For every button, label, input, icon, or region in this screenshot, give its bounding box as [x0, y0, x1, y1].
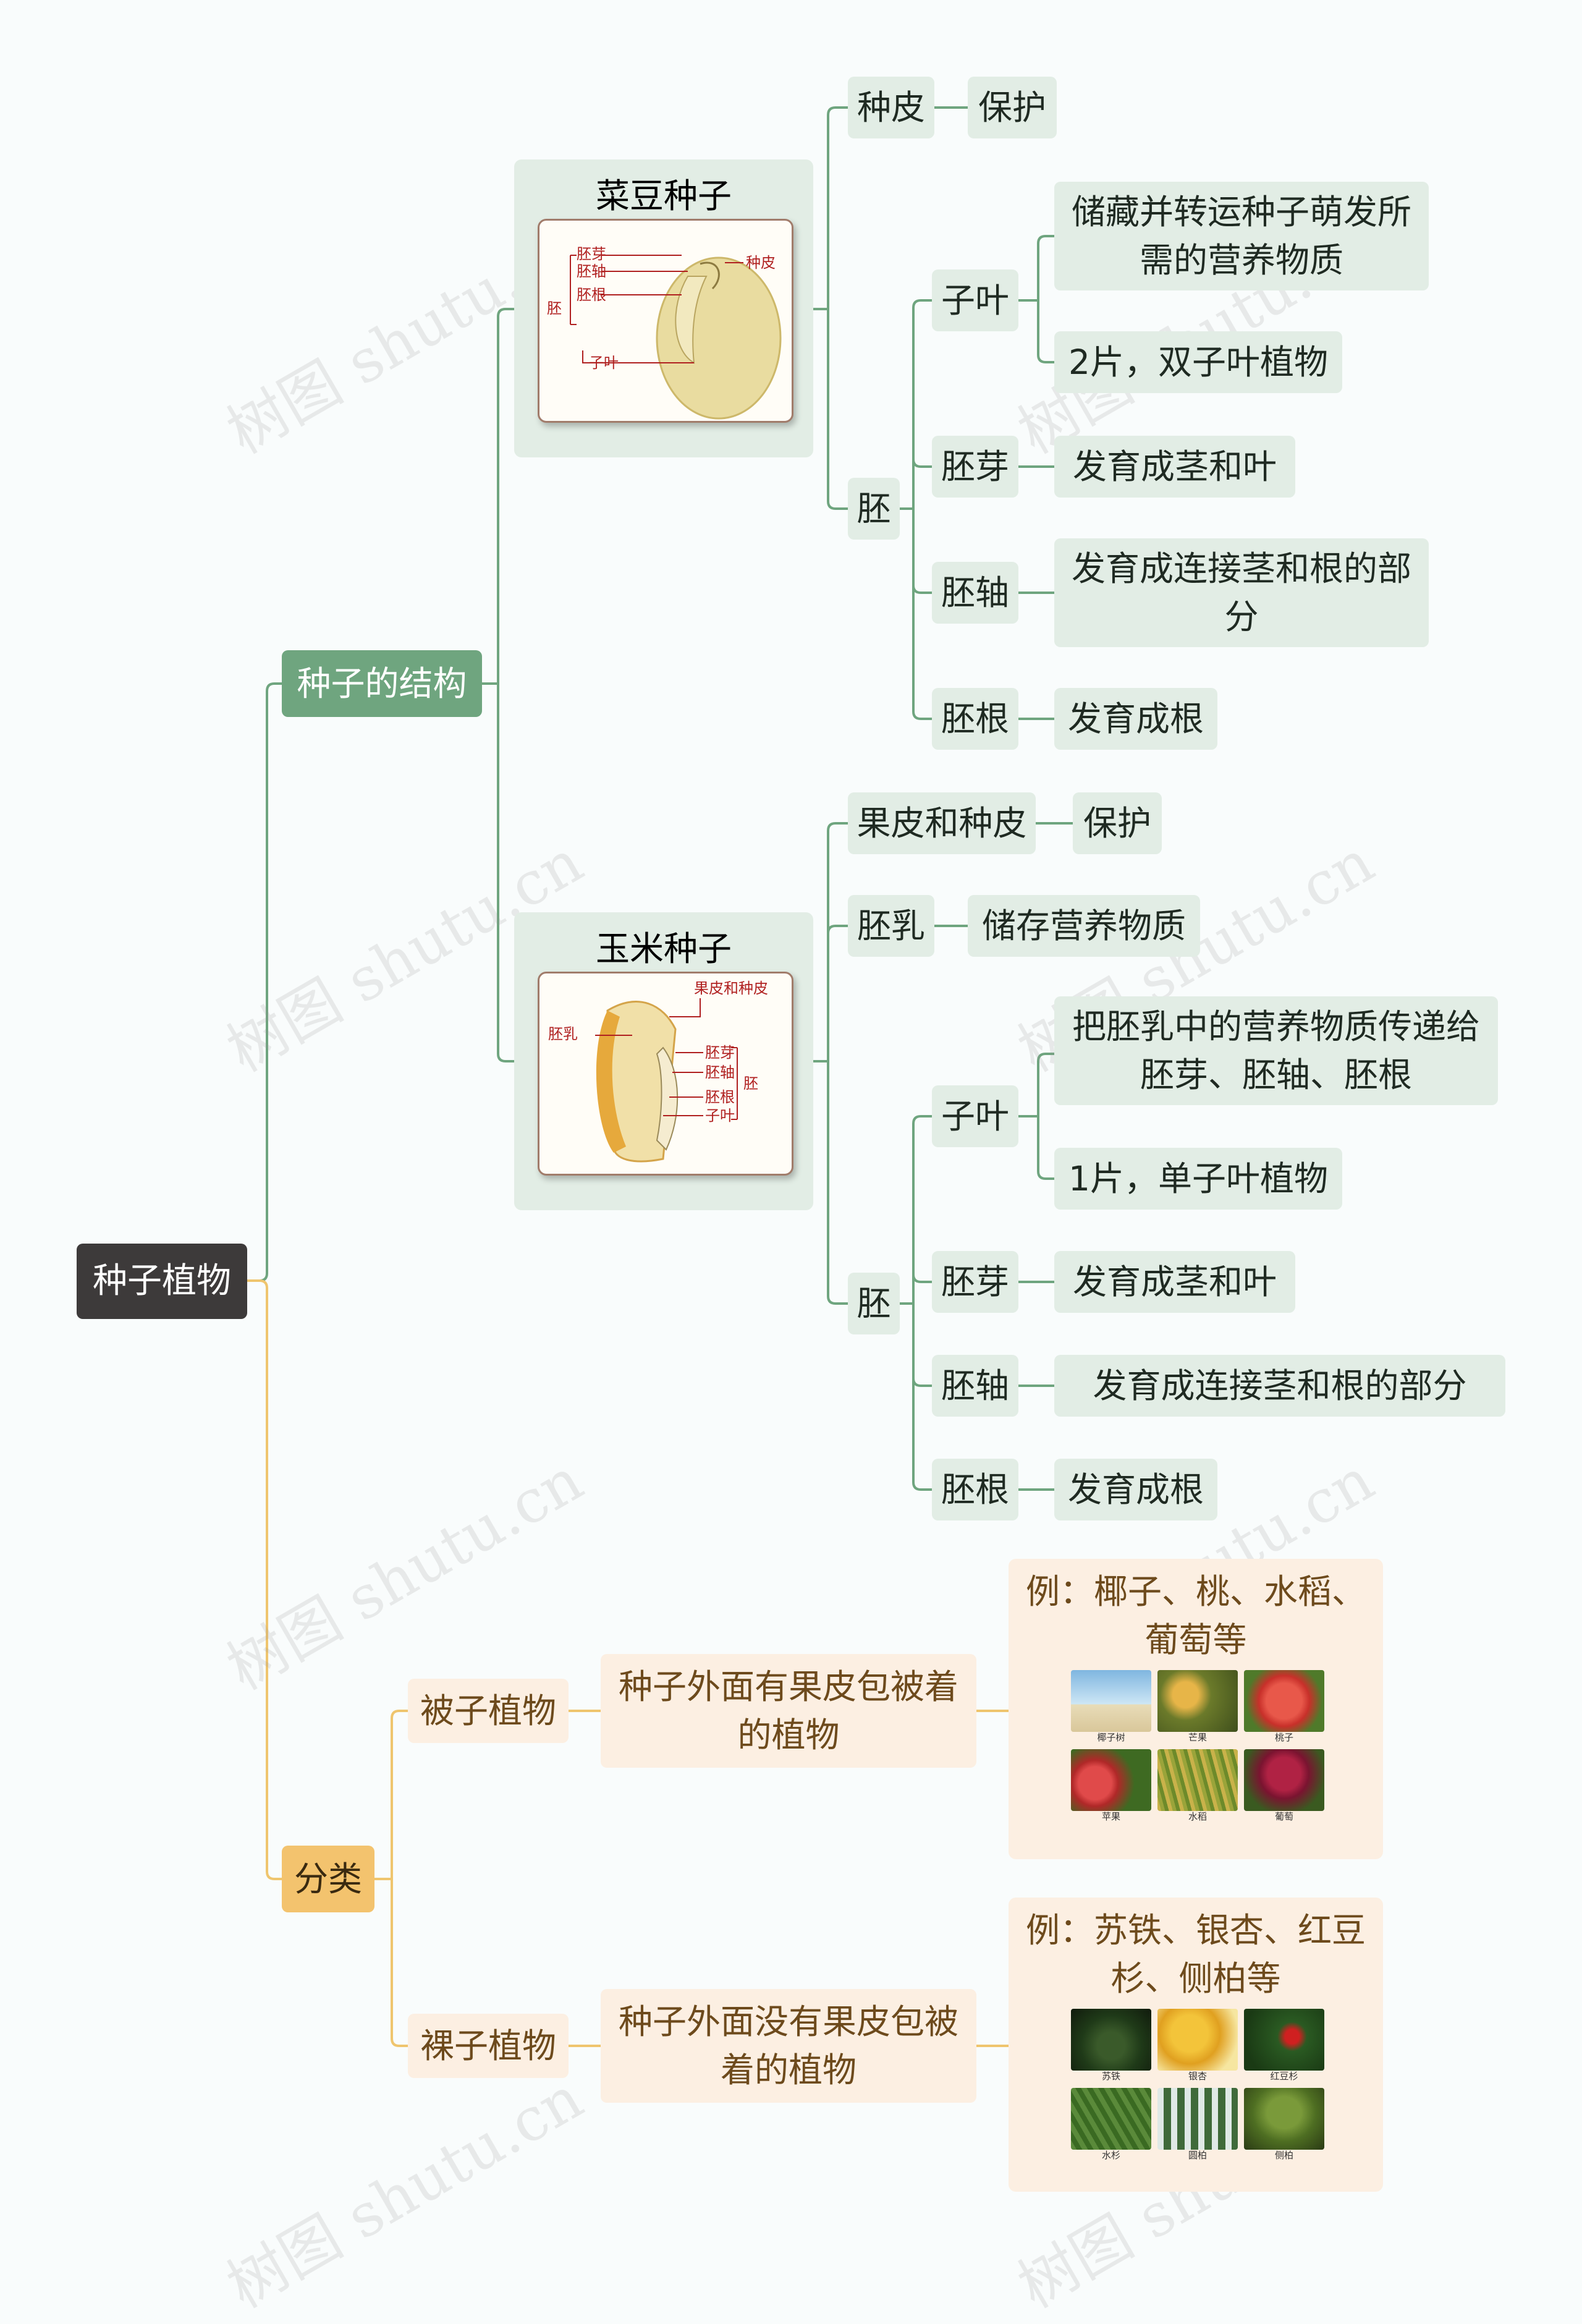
photo-juniper: 圆柏	[1157, 2088, 1238, 2161]
corn-label-radicle: 胚根	[705, 1088, 735, 1106]
bean-hypocotyl-node[interactable]: 胚轴	[932, 562, 1018, 624]
corn-radicle-node[interactable]: 胚根	[932, 1459, 1018, 1520]
bean-seed-illustration: 胚芽 胚轴 胚根 胚 子叶 种皮	[538, 219, 793, 423]
corn-seed-title: 玉米种子	[595, 929, 732, 969]
corn-hypocotyl-node[interactable]: 胚轴	[932, 1355, 1018, 1417]
photo-caption: 银杏	[1188, 2071, 1207, 2082]
gymnosperm-example-text: 例：苏铁、银杏、红豆杉、侧柏等	[1025, 1911, 1366, 1998]
photo-peach: 桃子	[1244, 1670, 1324, 1743]
corn-label-plumule: 胚芽	[705, 1044, 735, 1061]
photo-caption: 水稻	[1188, 1811, 1207, 1822]
photo-caption: 红豆杉	[1270, 2071, 1298, 2082]
photo-ginkgo: 银杏	[1157, 2009, 1238, 2082]
photo-yew: 红豆杉	[1244, 2009, 1324, 2082]
photo-coconut: 椰子树	[1071, 1670, 1151, 1743]
bean-seed-title: 菜豆种子	[595, 176, 732, 216]
photo-rice: 水稻	[1157, 1749, 1238, 1822]
bean-plumule-node[interactable]: 胚芽	[932, 436, 1018, 498]
photo-caption: 椰子树	[1097, 1732, 1125, 1743]
corn-pericarp-node[interactable]: 果皮和种皮	[848, 792, 1036, 854]
corn-label-hypocotyl: 胚轴	[705, 1064, 735, 1081]
bean-embryo-node[interactable]: 胚	[848, 478, 900, 540]
bean-seed-card[interactable]: 菜豆种子 胚芽 胚轴 胚根 胚 子叶 种皮	[514, 159, 813, 457]
photo-mango: 芒果	[1157, 1670, 1238, 1743]
corn-endosperm-desc[interactable]: 储存营养物质	[968, 895, 1200, 957]
corn-seed-card[interactable]: 玉米种子 果皮和种皮 胚乳 胚芽 胚轴 胚根 子叶 胚	[514, 912, 813, 1210]
gymnosperm-node[interactable]: 裸子植物	[408, 2014, 569, 2078]
angiosperm-desc[interactable]: 种子外面有果皮包被着的植物	[601, 1654, 976, 1768]
corn-embryo-node[interactable]: 胚	[848, 1273, 900, 1334]
corn-label-endosperm: 胚乳	[548, 1025, 578, 1043]
bean-label-plumule: 胚芽	[577, 245, 606, 263]
bean-label-seed-coat: 种皮	[746, 254, 776, 271]
bean-seed-coat-desc[interactable]: 保护	[968, 77, 1057, 138]
root-node[interactable]: 种子植物	[77, 1244, 247, 1319]
photo-apple: 苹果	[1071, 1749, 1151, 1822]
structure-node[interactable]: 种子的结构	[282, 650, 482, 717]
bean-label-hypocotyl: 胚轴	[577, 263, 606, 280]
corn-cotyledon-desc1[interactable]: 把胚乳中的营养物质传递给胚芽、胚轴、胚根	[1054, 996, 1498, 1105]
gymnosperm-desc[interactable]: 种子外面没有果皮包被着的植物	[601, 1989, 976, 2103]
corn-cotyledon-node[interactable]: 子叶	[932, 1085, 1018, 1147]
corn-label-embryo: 胚	[743, 1075, 758, 1092]
angiosperm-example-card[interactable]: 例：椰子、桃、水稻、葡萄等 椰子树 芒果 桃子 苹果 水稻 葡萄	[1009, 1559, 1383, 1859]
gymnosperm-example-card[interactable]: 例：苏铁、银杏、红豆杉、侧柏等 苏铁 银杏 红豆杉 水杉 圆柏 侧柏	[1009, 1898, 1383, 2192]
corn-pericarp-desc[interactable]: 保护	[1073, 792, 1162, 854]
bean-cotyledon-desc1[interactable]: 储藏并转运种子萌发所需的营养物质	[1054, 182, 1429, 290]
photo-caption: 苹果	[1101, 1811, 1120, 1822]
bean-label-embryo: 胚	[547, 300, 562, 317]
corn-label-cotyledon: 子叶	[705, 1107, 735, 1124]
gymnosperm-photo-grid: 苏铁 银杏 红豆杉 水杉 圆柏 侧柏	[1071, 2009, 1324, 2161]
angiosperm-photo-grid: 椰子树 芒果 桃子 苹果 水稻 葡萄	[1071, 1670, 1324, 1822]
photo-caption: 水杉	[1101, 2150, 1120, 2161]
bean-plumule-desc[interactable]: 发育成茎和叶	[1054, 436, 1295, 498]
corn-seed-illustration: 果皮和种皮 胚乳 胚芽 胚轴 胚根 子叶 胚	[538, 972, 793, 1176]
bean-radicle-node[interactable]: 胚根	[932, 688, 1018, 750]
photo-caption: 芒果	[1188, 1732, 1207, 1743]
corn-label-pericarp: 果皮和种皮	[694, 980, 768, 997]
corn-plumule-node[interactable]: 胚芽	[932, 1251, 1018, 1313]
corn-cotyledon-desc2[interactable]: 1片，单子叶植物	[1054, 1148, 1342, 1210]
photo-cycad: 苏铁	[1071, 2009, 1151, 2082]
photo-caption: 苏铁	[1101, 2071, 1120, 2082]
angiosperm-example-text: 例：椰子、桃、水稻、葡萄等	[1025, 1572, 1366, 1660]
photo-arborvitae: 侧柏	[1244, 2088, 1324, 2161]
bean-seed-coat-node[interactable]: 种皮	[848, 77, 934, 138]
bean-label-cotyledon: 子叶	[589, 354, 619, 371]
photo-grape: 葡萄	[1244, 1749, 1324, 1822]
bean-label-radicle: 胚根	[577, 286, 606, 303]
corn-endosperm-node[interactable]: 胚乳	[848, 895, 934, 957]
bean-cotyledon-node[interactable]: 子叶	[932, 269, 1018, 331]
connector-lines	[246, 106, 1074, 2047]
corn-hypocotyl-desc[interactable]: 发育成连接茎和根的部分	[1054, 1355, 1505, 1417]
corn-plumule-desc[interactable]: 发育成茎和叶	[1054, 1251, 1295, 1313]
angiosperm-node[interactable]: 被子植物	[408, 1679, 569, 1743]
photo-caption: 桃子	[1274, 1732, 1293, 1743]
bean-cotyledon-desc2[interactable]: 2片，双子叶植物	[1054, 331, 1342, 393]
bean-radicle-desc[interactable]: 发育成根	[1054, 688, 1217, 750]
bean-hypocotyl-desc[interactable]: 发育成连接茎和根的部分	[1054, 538, 1429, 647]
photo-caption: 圆柏	[1188, 2150, 1207, 2161]
corn-radicle-desc[interactable]: 发育成根	[1054, 1459, 1217, 1520]
photo-caption: 葡萄	[1274, 1811, 1293, 1822]
photo-metasequoia: 水杉	[1071, 2088, 1151, 2161]
photo-caption: 侧柏	[1274, 2150, 1293, 2161]
classification-node[interactable]: 分类	[282, 1846, 374, 1912]
